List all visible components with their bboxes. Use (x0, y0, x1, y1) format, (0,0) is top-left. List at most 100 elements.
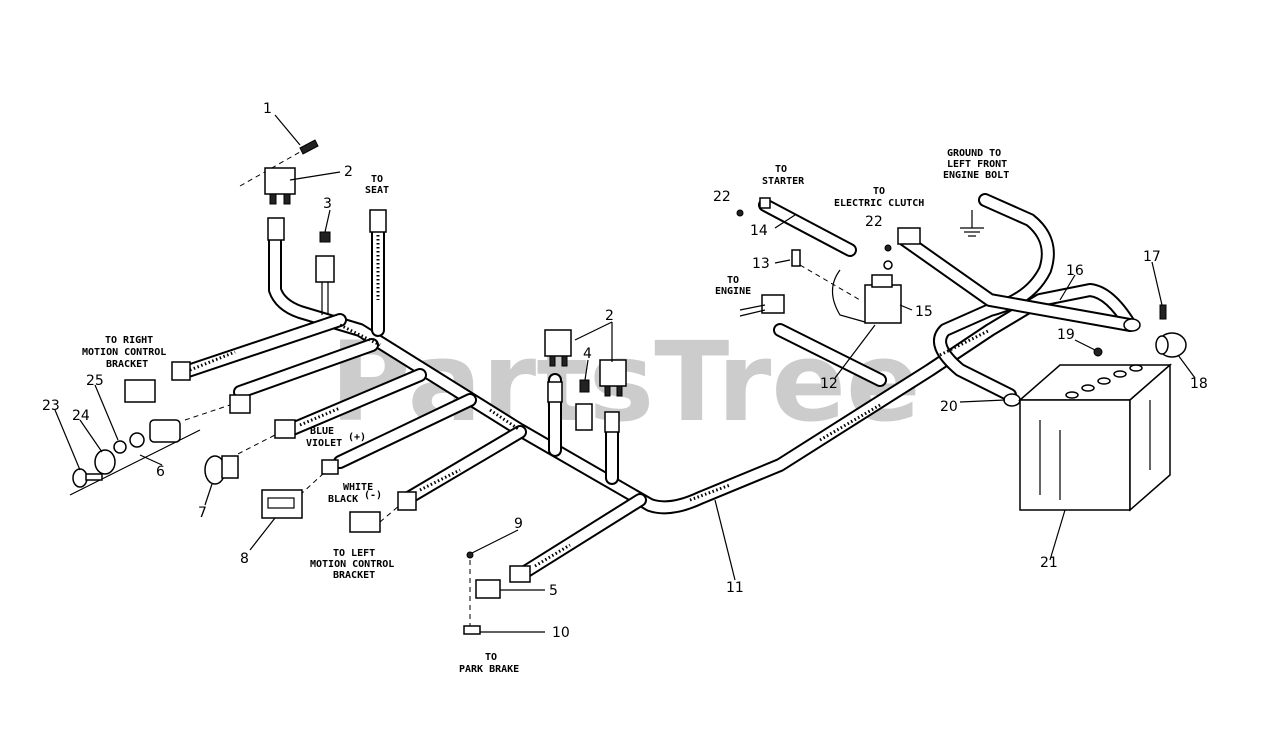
park-brake-label-1: TO (485, 652, 497, 663)
callout-5: 5 (549, 583, 558, 599)
callout-7: 7 (198, 505, 207, 521)
main-harness (178, 193, 1137, 579)
seat-connector (369, 209, 387, 233)
callout-11: 11 (726, 580, 744, 596)
washer-right (883, 260, 893, 270)
relay-socket-left (547, 381, 563, 403)
key-switch-connector (229, 394, 251, 414)
right-motion-label-3: BRACKET (106, 359, 148, 370)
callout-21: 21 (1040, 555, 1058, 571)
nut-22-left (736, 209, 744, 217)
screw-1 (239, 139, 319, 187)
hour-meter-8 (261, 489, 303, 519)
black-label: BLACK (328, 494, 358, 505)
callout-23: 23 (42, 398, 60, 414)
relay-middle-right (599, 359, 627, 397)
key-23 (72, 468, 103, 488)
plug-3 (315, 231, 335, 315)
callout-12: 12 (820, 376, 838, 392)
park-brake-switch-5 (475, 565, 531, 599)
park-brake-label-2: PARK BRAKE (459, 664, 519, 675)
bezel-24 (94, 449, 116, 475)
bolt-13 (791, 249, 861, 301)
white-black-connector (321, 459, 339, 475)
callout-4: 4 (583, 346, 592, 362)
convolute-sleeves (189, 235, 991, 568)
to-starter-label-1: TO (775, 164, 787, 175)
callout-18: 18 (1190, 376, 1208, 392)
light-7 (204, 455, 239, 485)
relay-top (264, 167, 296, 205)
callout-16: 16 (1066, 263, 1084, 279)
minus-label: (-) (364, 490, 382, 501)
engine-connector (739, 294, 785, 317)
fuse-4 (575, 379, 593, 431)
washer (113, 440, 127, 454)
callout-8: 8 (240, 551, 249, 567)
nut-22-right (884, 244, 892, 252)
callout-17: 17 (1143, 249, 1161, 265)
callout-15: 15 (915, 304, 933, 320)
callout-3: 3 (323, 196, 332, 212)
key-switch-6 (69, 419, 201, 496)
connector-left-top (267, 217, 285, 241)
ground-label-3: ENGINE BOLT (943, 170, 1009, 181)
callout-2-middle: 2 (605, 308, 614, 324)
callout-14: 14 (750, 223, 768, 239)
to-starter-label-2: STARTER (762, 176, 805, 187)
starter-terminal (759, 197, 771, 209)
boot-18 (1155, 332, 1187, 358)
bracket-10 (463, 625, 481, 635)
callout-22-left: 22 (713, 189, 731, 205)
to-seat-label-2: SEAT (365, 185, 389, 196)
destination-labels: TO SEAT TO STARTER TO ELECTRIC CLUTCH GR… (82, 148, 1009, 675)
callout-2-top: 2 (344, 164, 353, 180)
clutch-connector (897, 227, 921, 245)
leader-lines (54, 114, 1196, 633)
nut-25 (129, 432, 145, 448)
callout-1: 1 (263, 101, 272, 117)
left-motion-connector (397, 491, 417, 511)
relay-socket-right (604, 411, 620, 433)
blue-violet-connector (274, 419, 296, 439)
ground-label-1: GROUND TO (947, 148, 1001, 159)
callout-25: 25 (86, 373, 104, 389)
callout-6: 6 (156, 464, 165, 480)
left-motion-label-1: TO LEFT (333, 548, 375, 559)
callout-22-right: 22 (865, 214, 883, 230)
left-motion-label-3: BRACKET (333, 570, 375, 581)
nut-19 (1093, 347, 1103, 357)
white-label: WHITE (343, 482, 373, 493)
left-motion-label-2: MOTION CONTROL (310, 559, 394, 570)
cable-end-20 (1003, 393, 1021, 407)
bolt-17 (1159, 304, 1167, 320)
right-motion-label-2: MOTION CONTROL (82, 347, 166, 358)
right-motion-switch (124, 379, 156, 403)
to-clutch-label-2: ELECTRIC CLUTCH (834, 198, 924, 209)
plus-label: (+) (348, 432, 366, 443)
to-engine-label-2: ENGINE (715, 286, 751, 297)
blue-label: BLUE (310, 426, 334, 437)
callout-20: 20 (940, 399, 958, 415)
cable-end-16 (1123, 318, 1141, 332)
ground-symbol (960, 210, 984, 237)
callout-9: 9 (514, 516, 523, 532)
violet-label: VIOLET (306, 438, 342, 449)
solenoid-15 (831, 269, 902, 324)
to-clutch-label-1: TO (873, 186, 885, 197)
callout-24: 24 (72, 408, 90, 424)
to-engine-label-1: TO (727, 275, 739, 286)
battery-21 (1018, 363, 1172, 512)
to-seat-label-1: TO (371, 174, 383, 185)
ground-label-2: LEFT FRONT (947, 159, 1007, 170)
left-motion-switch (349, 511, 381, 533)
callout-10: 10 (552, 625, 570, 641)
callout-13: 13 (752, 256, 770, 272)
callout-19: 19 (1057, 327, 1075, 343)
relay-middle-left (544, 329, 572, 367)
right-motion-label-1: TO RIGHT (105, 335, 153, 346)
screw-9 (466, 551, 474, 559)
right-motion-connector (171, 361, 191, 381)
